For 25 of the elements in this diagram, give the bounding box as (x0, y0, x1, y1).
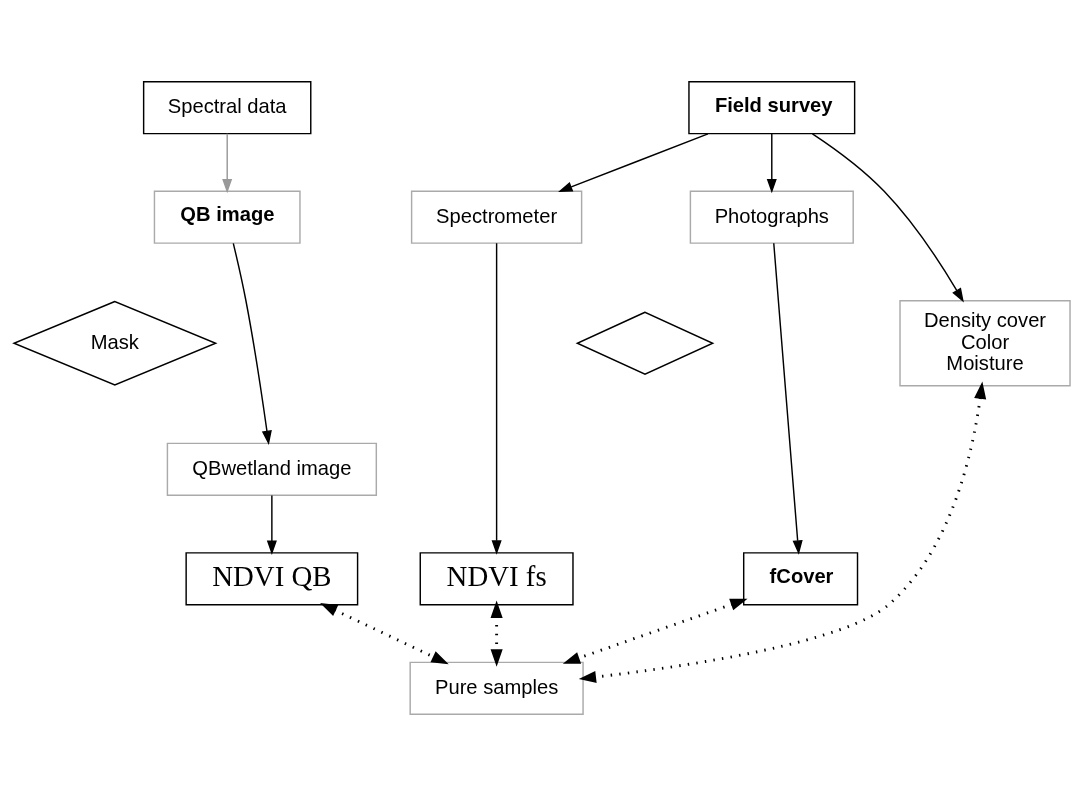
arrow (232, 242, 272, 445)
node-box: Spectral data (142, 80, 312, 134)
node-box: Field survey (688, 80, 856, 134)
node-diamond (575, 311, 715, 375)
arrow (490, 600, 503, 667)
arrow (766, 132, 777, 193)
arrow (222, 132, 233, 193)
node-box: QB image (153, 190, 301, 244)
arrow (558, 132, 709, 192)
arrow (266, 494, 277, 555)
arrow (773, 242, 803, 555)
arrow (811, 132, 964, 303)
node-box: NDVI fs (419, 551, 574, 605)
arrow (491, 242, 502, 555)
arrow (562, 598, 748, 664)
arrow (320, 602, 449, 664)
node-box: NDVI QB (185, 551, 359, 605)
node-box: Photographs (689, 190, 854, 244)
node-box: fCover (743, 551, 859, 605)
arrow (578, 381, 987, 683)
node-box: QBwetland image (166, 442, 378, 496)
node-box: Pure samples (409, 661, 584, 715)
node-diamond: Mask (12, 300, 218, 386)
node-box: Spectrometer (410, 190, 583, 244)
node-box: Density cover Color Moisture (899, 299, 1071, 386)
